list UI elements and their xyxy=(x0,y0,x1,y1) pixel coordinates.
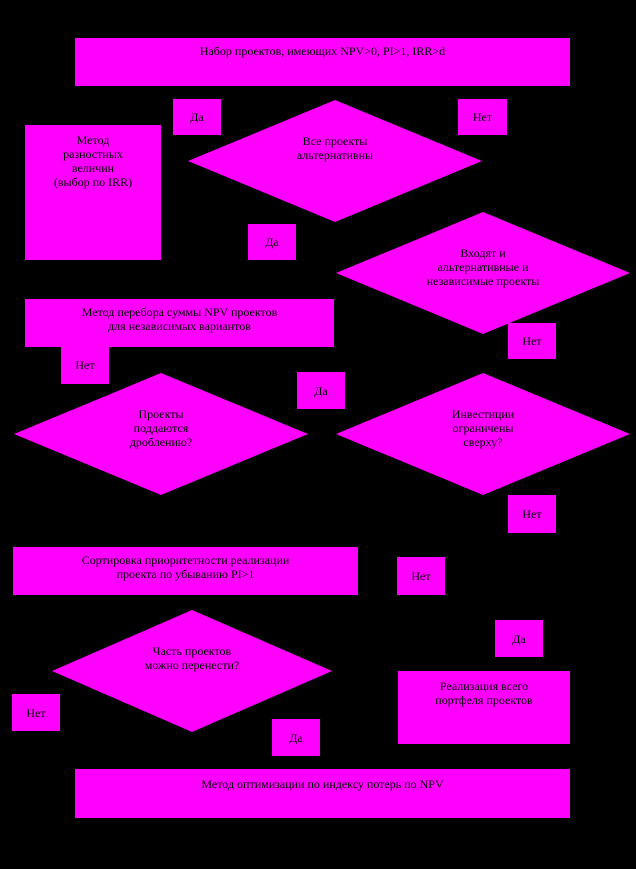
decision-divisible: Проекты поддаются дроблению? xyxy=(14,373,308,495)
diamond-shape xyxy=(336,212,630,334)
method-differences-text: Метод разностных величин (выбор по IRR) xyxy=(53,133,133,189)
label-yes-4: Да xyxy=(495,620,543,657)
label-yes-1: Да xyxy=(173,99,221,135)
decision-investments-limited: Инвестиции ограничены сверху? xyxy=(336,373,630,495)
decision-postponable-text: Часть проектов можно перенести? xyxy=(144,644,240,672)
label-yes-2: Да xyxy=(248,224,296,260)
decision-all-alternative-text: Все проекты альтернативны xyxy=(296,134,374,162)
method-enumeration-text: Метод перебора суммы NPV проектов для не… xyxy=(81,305,278,333)
decision-postponable: Часть проектов можно перенести? xyxy=(52,610,332,732)
decision-divisible-text: Проекты поддаются дроблению? xyxy=(129,407,193,449)
project-set-box: Набор проектов, имеющих NPV>0, PI>1, IRR… xyxy=(75,38,570,86)
project-set-text: Набор проектов, имеющих NPV>0, PI>1, IRR… xyxy=(199,44,446,58)
method-differences-box: Метод разностных величин (выбор по IRR) xyxy=(25,125,161,260)
sort-priority-text: Сортировка приоритетности реализации про… xyxy=(81,553,290,581)
label-no-5: Нет xyxy=(397,557,445,595)
diamond-shape xyxy=(336,373,630,495)
label-yes-5: Да xyxy=(272,719,320,756)
label-no-3: Нет xyxy=(508,323,556,359)
decision-both-types: Входят и альтернативные и независимые пр… xyxy=(336,212,630,334)
method-optimization-box: Метод оптимизации по индексу потерь по N… xyxy=(75,769,570,818)
diamond-shape xyxy=(188,100,482,222)
label-no-4: Нет xyxy=(508,495,556,533)
label-no-2: Нет xyxy=(61,346,109,384)
label-yes-3: Да xyxy=(297,372,345,409)
sort-priority-box: Сортировка приоритетности реализации про… xyxy=(13,547,358,595)
diamond-shape xyxy=(52,610,332,732)
realize-portfolio-text: Реализация всего портфеля проектов xyxy=(435,679,533,707)
diamond-shape xyxy=(14,373,308,495)
decision-investments-limited-text: Инвестиции ограничены сверху? xyxy=(451,407,515,449)
realize-portfolio-box: Реализация всего портфеля проектов xyxy=(398,671,570,744)
method-optimization-text: Метод оптимизации по индексу потерь по N… xyxy=(201,777,444,791)
decision-all-alternative: Все проекты альтернативны xyxy=(188,100,482,222)
method-enumeration-box: Метод перебора суммы NPV проектов для не… xyxy=(25,299,334,347)
label-no-1: Нет xyxy=(458,99,507,135)
label-no-6: Нет xyxy=(12,694,60,731)
decision-both-types-text: Входят и альтернативные и независимые пр… xyxy=(426,246,540,288)
